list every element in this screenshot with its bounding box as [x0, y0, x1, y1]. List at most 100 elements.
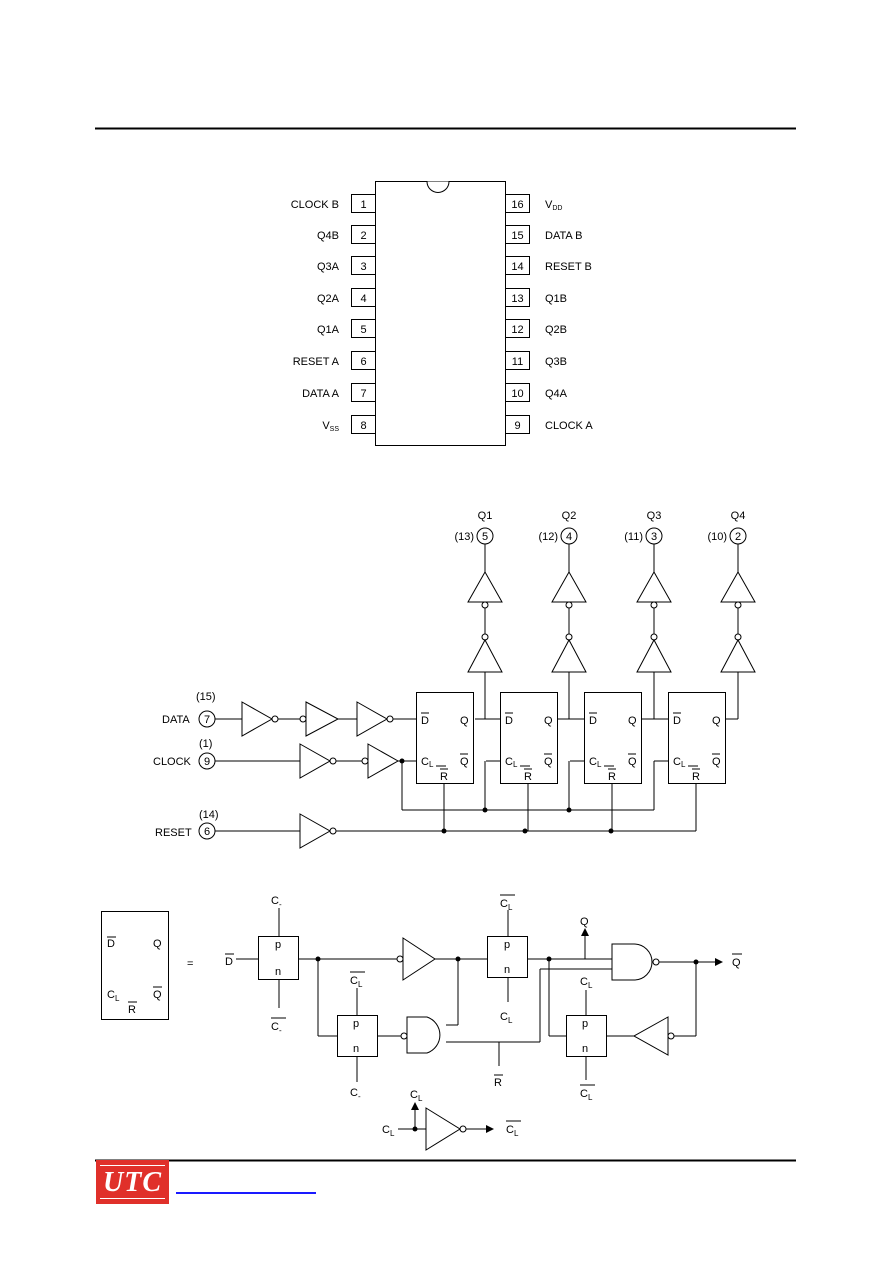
- output-pin-a: 5: [482, 531, 488, 543]
- pin-box: [351, 256, 376, 275]
- pin-name: Q2A: [317, 293, 340, 305]
- pin-name: Q3A: [317, 261, 340, 273]
- tg-n-label: n: [504, 964, 510, 976]
- output-pin-b: (12): [538, 531, 558, 543]
- inversion-bubble: [652, 958, 660, 966]
- q-output-label: Q: [580, 916, 589, 928]
- pin-name: Q1B: [545, 293, 567, 305]
- tg-p-label: p: [275, 939, 281, 951]
- tg-clock-label: C-: [271, 895, 282, 909]
- output-buffer-chain: [551, 544, 587, 673]
- input-pin-a-label: 7: [204, 714, 210, 726]
- pin-box: [351, 194, 376, 213]
- pin-box: [505, 288, 530, 307]
- inversion-bubble: [481, 601, 489, 609]
- pin-left-7: 7 DATA A: [302, 383, 376, 402]
- symbol-cl-label: CL: [107, 989, 120, 1003]
- pin-name: DATA B: [545, 230, 583, 242]
- output-pin-b: (13): [454, 531, 474, 543]
- buffer-gate: [467, 570, 503, 603]
- pin-box: [351, 288, 376, 307]
- pin-box: [351, 319, 376, 338]
- ff-qbar-label: Q: [544, 756, 553, 768]
- input-pin-b-label: (1): [199, 738, 212, 750]
- inversion-bubble: [667, 1032, 675, 1040]
- ff-qbar-label: Q: [628, 756, 637, 768]
- inversion-bubble: [734, 601, 742, 609]
- pin-box: [351, 351, 376, 370]
- cl-legend-output: CL: [506, 1124, 519, 1138]
- tg-clock-bar-label: CL: [580, 1088, 593, 1102]
- buffer-gate: [305, 701, 340, 737]
- output-q4: Q4(10)2: [707, 510, 747, 545]
- tg-clock-bar-label: C-: [271, 1021, 282, 1035]
- output-buffers: [467, 544, 756, 673]
- buffer-gate: [402, 937, 436, 981]
- output-name: Q1: [478, 510, 493, 522]
- pin-box: [505, 225, 530, 244]
- output-name: Q2: [562, 510, 577, 522]
- ff-q-label: Q: [628, 715, 637, 727]
- pin-name: CLOCK A: [545, 420, 593, 432]
- pin-box: [505, 194, 530, 213]
- pin-box: [505, 415, 530, 434]
- inverter-gate: [551, 638, 587, 673]
- pin-number: 7: [360, 388, 366, 400]
- ff-q-label: Q: [460, 715, 469, 727]
- reset-buffer-chain: [215, 813, 696, 849]
- ff-cl-label: CL: [505, 756, 518, 769]
- pin-name: CLOCK B: [291, 199, 339, 211]
- inversion-bubble: [565, 601, 573, 609]
- inversion-bubble: [271, 715, 279, 723]
- inversion-bubble: [386, 715, 394, 723]
- pin-box: [505, 383, 530, 402]
- pin-number: 2: [360, 230, 366, 242]
- tg-p-label: p: [504, 939, 510, 951]
- pin-number: 3: [360, 261, 366, 273]
- transmission-gate: [258, 936, 299, 980]
- input-clock: (1) CLOCK 9: [153, 738, 216, 770]
- pin-name: DATA A: [302, 388, 340, 400]
- tg-p-label: p: [353, 1018, 359, 1030]
- website-link[interactable]: [176, 1192, 316, 1194]
- flipflop-detail: D Q CL Q R = D p n C- C- p: [101, 894, 742, 1151]
- ic-notch: [426, 181, 450, 193]
- inversion-bubble: [329, 757, 337, 765]
- ff-r-label: R: [524, 771, 532, 783]
- ff-d-label: D: [673, 715, 681, 727]
- ff-cl-label: CL: [673, 756, 686, 769]
- ff-r-label: R: [440, 771, 448, 783]
- detail-d-input: D: [225, 956, 233, 968]
- ff-d-label: D: [505, 715, 513, 727]
- pin-number: 16: [511, 199, 523, 211]
- pin-box: [351, 415, 376, 434]
- buffer-gate: [551, 570, 587, 603]
- output-q3: Q3(11)3: [624, 510, 663, 545]
- output-pin-b: (10): [707, 531, 727, 543]
- tg-p-label: p: [582, 1018, 588, 1030]
- ff-r-label: R: [608, 771, 616, 783]
- inverter-gate: [356, 701, 389, 737]
- output-pin-b: (11): [624, 531, 643, 543]
- pin-left-2: 2 Q4B: [317, 225, 376, 244]
- transmission-gate: [487, 936, 528, 978]
- output-q2: Q2(12)4: [538, 510, 578, 545]
- pin-name: Q4B: [317, 230, 339, 242]
- data-buffer-chain: [215, 701, 416, 737]
- ff-cl-label: CL: [589, 756, 602, 769]
- qbar-output-label: Q: [732, 957, 741, 969]
- inverter-gate: [241, 701, 274, 737]
- pin-number: 9: [514, 420, 520, 432]
- nand-cl-bar-label: CL: [580, 976, 593, 990]
- tg-clock-bar-label: CL: [350, 975, 363, 989]
- pin-number: 5: [360, 324, 366, 336]
- output-pins: Q1(13)5Q2(12)4Q3(11)3Q4(10)2: [454, 510, 747, 545]
